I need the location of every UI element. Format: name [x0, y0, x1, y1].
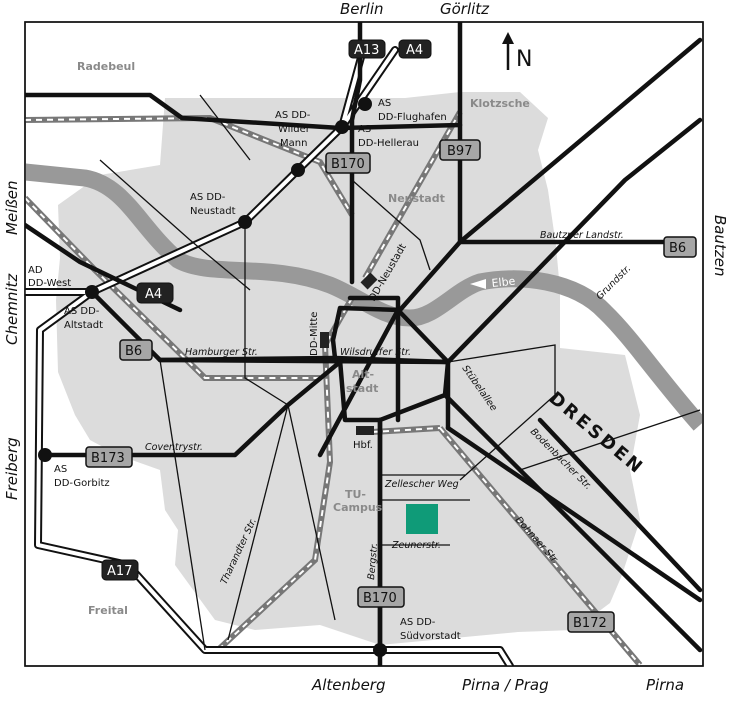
station-dd-mitte-label: DD-Mitte: [309, 312, 320, 356]
shield-a4-west: A4: [136, 282, 174, 304]
destination-marker: [406, 504, 438, 534]
junction-hellerau-2: DD-Hellerau: [358, 138, 419, 149]
north-label: N: [516, 47, 532, 72]
river-label: Elbe: [491, 275, 516, 290]
district-altstadt-2: stadt: [346, 382, 378, 395]
junction-west-2: DD-West: [28, 278, 71, 289]
shield-a17-label: A17: [107, 564, 132, 579]
junction-neustadt-1: AS DD-: [190, 192, 226, 203]
junction-altstadt-1: AS DD-: [64, 306, 100, 317]
junction-altstadt-2: Altstadt: [64, 320, 103, 331]
shield-b97: B97: [439, 139, 481, 161]
shield-a4-top: A4: [398, 39, 432, 59]
junction-hellerau-1: AS: [358, 124, 371, 135]
junction-wilder-mann-1: AS DD-: [275, 110, 311, 121]
autobahns: [25, 46, 514, 666]
junction-gorbitz-1: AS: [54, 464, 67, 475]
shield-b6-east-label: B6: [669, 241, 686, 256]
edge-berlin: Berlin: [340, 0, 384, 18]
street-wilsdruffer: Wilsdruffer Str.: [340, 347, 411, 358]
shield-b6-west: B6: [119, 339, 153, 361]
map-border: [24, 21, 704, 667]
junction-flughafen-1: AS: [378, 98, 391, 109]
shield-b170-top: B170: [325, 152, 371, 174]
river-arrow: [470, 279, 486, 289]
street-zellescher: Zellescher Weg: [384, 479, 459, 490]
edge-pirna-prag: Pirna / Prag: [462, 676, 549, 694]
junction-west-1: AD: [28, 265, 43, 276]
shield-b6-east: B6: [663, 236, 697, 258]
shield-b6-west-label: B6: [125, 344, 142, 359]
district-freital: Freital: [88, 604, 128, 617]
shield-b170-top-label: B170: [331, 157, 365, 172]
station-hbf-marker: [356, 426, 374, 435]
shield-a13: A13: [348, 39, 386, 59]
street-zeuner: Zeunerstr.: [391, 540, 441, 551]
street-bautzner: Bautzner Landstr.: [540, 230, 624, 241]
edge-altenberg: Altenberg: [311, 676, 385, 694]
station-dd-mitte-marker: [320, 332, 329, 348]
street-coventry: Coventrystr.: [145, 442, 203, 453]
district-tu-campus-2: Campus: [333, 501, 383, 514]
junction-dots: [38, 97, 387, 657]
station-hbf-label: Hbf.: [353, 440, 373, 451]
shield-b172-label: B172: [573, 616, 607, 631]
river-elbe: [25, 163, 703, 431]
edge-goerlitz: Görlitz: [440, 0, 490, 18]
street-hamburger: Hamburger Str.: [185, 347, 258, 358]
shield-a4-top-label: A4: [406, 43, 423, 58]
minor-roads: [99, 94, 701, 651]
shield-a13-label: A13: [354, 43, 379, 58]
junction-gorbitz-2: DD-Gorbitz: [54, 478, 110, 489]
street-bergstr: Bergstr.: [366, 542, 380, 580]
city-area: [56, 92, 640, 645]
district-altstadt-1: Alt-: [352, 368, 374, 381]
junction-suedvorstadt-2: Südvorstadt: [400, 631, 461, 642]
shield-b173-label: B173: [91, 451, 125, 466]
junction-wilder-mann-3: Mann: [280, 138, 307, 149]
edge-freiberg: Freiberg: [3, 437, 21, 500]
shield-a17: A17: [101, 559, 139, 581]
station-dd-neustadt-marker: [360, 272, 378, 290]
junction-suedvorstadt-1: AS DD-: [400, 617, 436, 628]
junction-wilder-mann-2: Wilder: [278, 124, 311, 135]
junction-neustadt-2: Neustadt: [190, 206, 236, 217]
shield-b173: B173: [85, 446, 133, 468]
edge-bautzen: Bautzen: [711, 215, 729, 276]
shield-b170-bottom: B170: [357, 586, 405, 608]
edge-chemnitz: Chemnitz: [3, 273, 21, 345]
district-neustadt: Neustadt: [388, 192, 445, 205]
edge-pirna: Pirna: [646, 676, 684, 694]
shield-b170-bottom-label: B170: [363, 591, 397, 606]
shield-b97-label: B97: [447, 144, 472, 159]
district-klotzsche: Klotzsche: [470, 97, 530, 110]
district-tu-campus-1: TU-: [345, 488, 366, 501]
junction-flughafen-2: DD-Flughafen: [378, 112, 447, 123]
district-radebeul: Radebeul: [77, 60, 135, 73]
north-arrow: N: [502, 32, 532, 72]
edge-meissen: Meißen: [3, 180, 21, 235]
shield-a4-west-label: A4: [145, 287, 162, 302]
shield-b172: B172: [567, 611, 615, 633]
